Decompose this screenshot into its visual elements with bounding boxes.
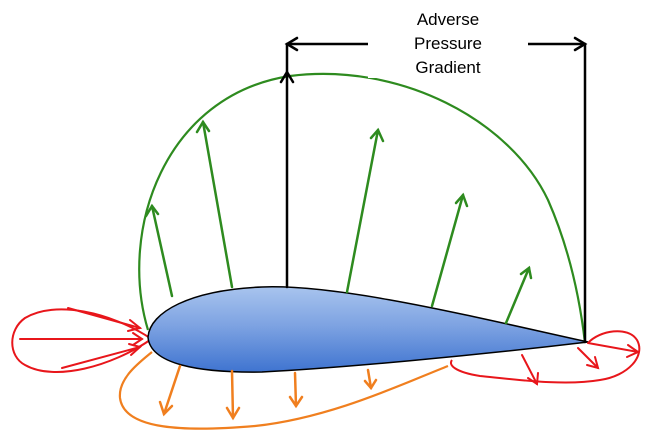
suction-arrows — [144, 119, 533, 325]
suction-pressure-envelope — [138, 72, 587, 344]
leading-edge-arrow-middle — [19, 332, 144, 346]
stagnation-arrows — [19, 307, 641, 386]
adverse-gradient-annotation — [279, 36, 588, 344]
trailing-edge-lobe — [450, 330, 641, 384]
pressure-arrow-1 — [158, 364, 182, 417]
suction-arrow-1 — [144, 203, 174, 298]
suction-arrow-3 — [345, 127, 385, 294]
leading-edge-arrow-upper — [67, 307, 143, 332]
pressure-arrows — [158, 364, 378, 421]
label-line-3: Gradient — [415, 58, 481, 77]
pressure-arrow-2 — [225, 369, 241, 421]
suction-arrow-4 — [430, 192, 469, 308]
left-arrowhead-icon — [284, 36, 299, 52]
adverse-pressure-gradient-label: Adverse Pressure Gradient — [368, 10, 528, 78]
label-line-2: Pressure — [413, 34, 483, 53]
airfoil — [147, 286, 589, 373]
pressure-arrow-4 — [363, 368, 378, 391]
peak-vertical-arrowhead — [279, 69, 295, 84]
right-arrowhead-icon — [573, 36, 588, 52]
suction-arrow-2 — [195, 119, 234, 289]
trailing-edge-arrow-lower-1 — [521, 354, 539, 386]
leading-edge-stagnation-lobe — [11, 308, 151, 373]
pressure-side-envelope — [118, 351, 449, 430]
label-line-1: Adverse — [416, 10, 480, 29]
leading-edge-arrow-lower — [61, 343, 143, 369]
pressure-arrow-3 — [288, 371, 304, 409]
trailing-edge-arrow-lower-2 — [577, 347, 600, 370]
suction-arrow-5 — [504, 265, 533, 325]
trailing-edge-arrow-right — [587, 342, 641, 358]
